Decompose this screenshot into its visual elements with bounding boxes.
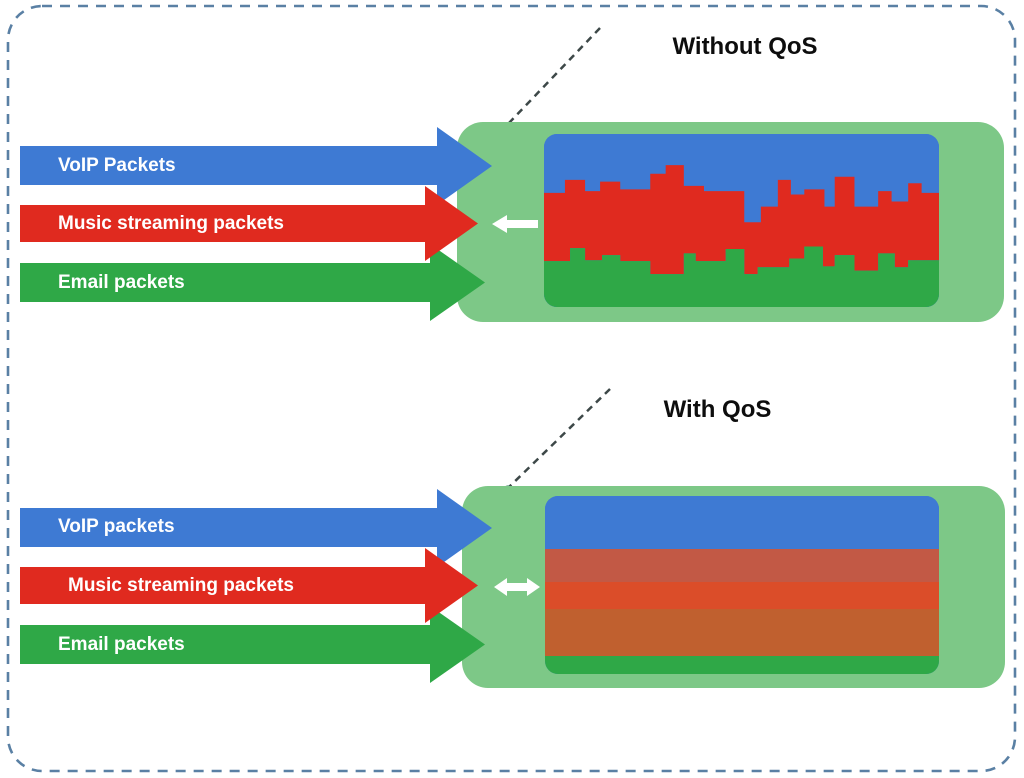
music-arrow-label: Music streaming packets bbox=[58, 212, 284, 234]
music-streaming-packets-arrow bbox=[20, 548, 478, 623]
voip-packets-arrow bbox=[20, 489, 492, 567]
without-qos-title: Without QoS bbox=[672, 33, 818, 60]
mixed-packets-pattern bbox=[544, 134, 939, 307]
separated-packets-box bbox=[545, 496, 939, 674]
pointer-dashed-line bbox=[502, 388, 611, 497]
mixed-packets-box bbox=[544, 134, 939, 307]
with-qos-title: With QoS bbox=[663, 396, 772, 423]
email-packets-arrow bbox=[20, 606, 485, 683]
bandwidth-double-arrow-icon bbox=[494, 578, 540, 596]
voip-packets-arrow bbox=[20, 127, 492, 205]
email-arrow-label: Email packets bbox=[58, 634, 185, 655]
band-left-edge bbox=[545, 549, 939, 657]
voip-arrow-label: VoIP Packets bbox=[58, 154, 176, 176]
music-streaming-packets-arrow bbox=[20, 186, 478, 261]
email-packets-arrow bbox=[20, 244, 485, 321]
music-arrow-label: Music streaming packets bbox=[68, 575, 294, 596]
congestion-left-arrow-icon bbox=[492, 215, 538, 233]
voip-arrow-label: VoIP packets bbox=[58, 516, 175, 537]
email-arrow-label: Email packets bbox=[58, 271, 185, 293]
